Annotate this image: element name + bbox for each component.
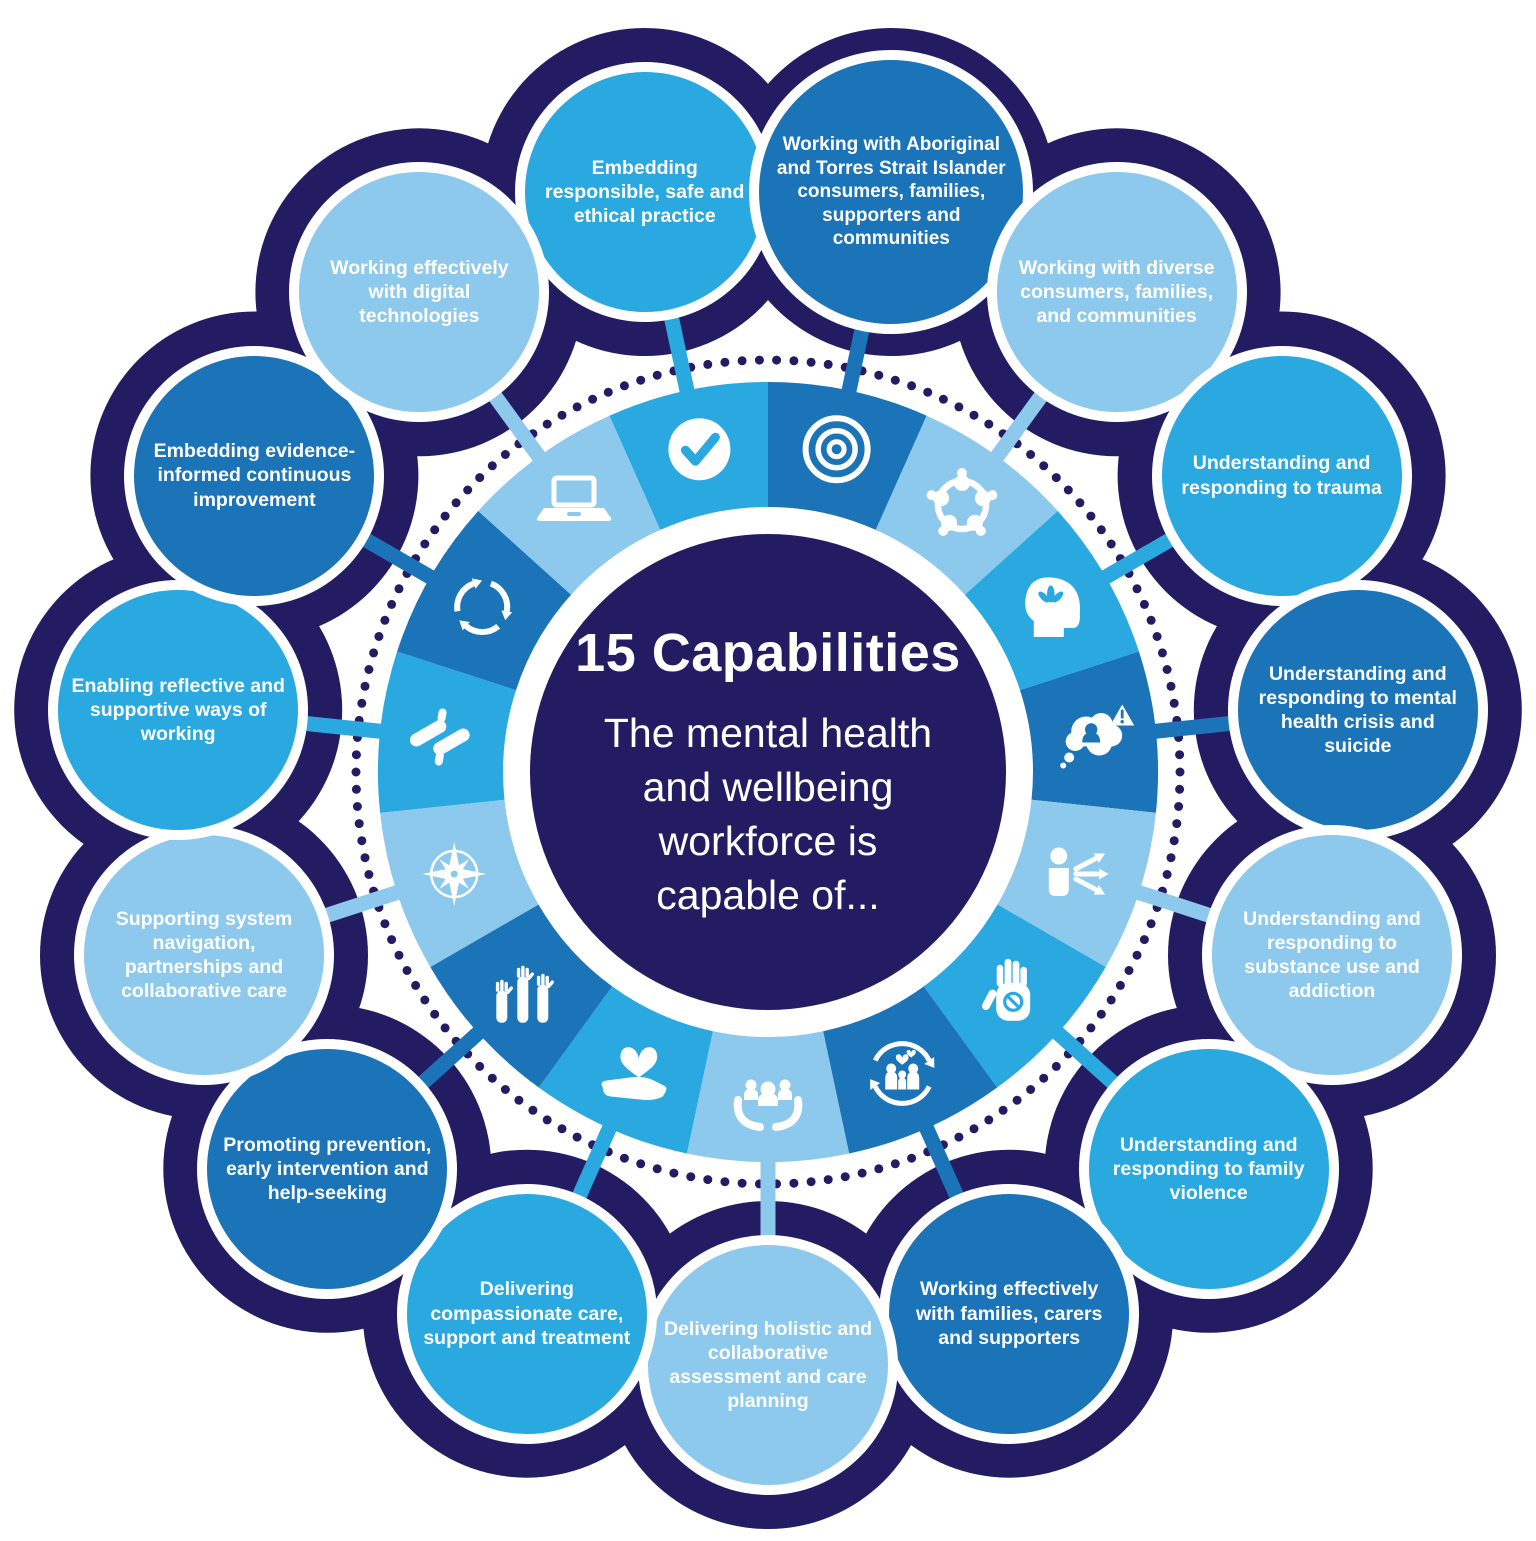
connector-continuous-improvement: [339, 520, 450, 593]
raised-hands-icon: [495, 965, 554, 1023]
connector-compassionate-care: [561, 1108, 624, 1223]
capability-compassionate-care: Delivering compassionate care, support a…: [406, 1193, 647, 1434]
laptop-icon: [536, 475, 612, 521]
capability-reflective-ways-working: Enabling reflective and supportive ways …: [58, 590, 299, 830]
check-circle-icon: [668, 418, 731, 481]
center-circle: [530, 534, 1006, 1010]
capability-continuous-improvement: Embedding evidence-informed continuous i…: [134, 355, 375, 596]
hands-people-icon: [733, 1079, 803, 1131]
wheel-segment-reflective-ways-working: [377, 651, 516, 813]
people-circle-icon: [926, 468, 998, 536]
connector-substance-use-addiction: [1119, 879, 1237, 931]
capability-ethical-practice: Embedding responsible, safe and ethical …: [524, 72, 765, 312]
wheel-segment-substance-use-addiction: [997, 799, 1156, 967]
connector-prevention-early-intervention: [398, 1015, 497, 1106]
connector-trauma: [1086, 520, 1197, 593]
thought-crisis-icon: [1060, 704, 1135, 769]
helping-hands-icon: [409, 708, 470, 766]
target-icon: [802, 415, 871, 484]
wheel-segment-continuous-improvement: [397, 511, 572, 691]
capability-holistic-assessment: Delivering holistic and collaborative as…: [648, 1245, 888, 1485]
capability-system-navigation: Supporting system navigation, partnershi…: [84, 835, 324, 1076]
hand-heart-icon: [601, 1047, 667, 1101]
connector-mental-health-crisis-suicide: [1137, 713, 1257, 741]
capability-diverse-communities: Working with diverse consumers, families…: [996, 172, 1237, 413]
compass-icon: [422, 842, 487, 906]
diagram-title: 15 Capabilities: [575, 622, 961, 683]
connector-diverse-communities: [980, 371, 1063, 476]
recycle-icon: [454, 578, 513, 635]
connector-digital-technologies: [473, 371, 556, 476]
capability-family-violence: Understanding and responding to family v…: [1088, 1048, 1329, 1289]
capability-substance-use-addiction: Understanding and responding to substanc…: [1212, 835, 1452, 1076]
connector-family-violence: [1039, 1015, 1138, 1106]
center-text: 15 Capabilities The mental health and we…: [518, 622, 1018, 922]
diagram-subtitle: The mental health and wellbeing workforc…: [603, 709, 933, 919]
connector-system-navigation: [299, 879, 417, 931]
capability-families-carers-supporters: Working effectively with families, carer…: [889, 1193, 1130, 1434]
connector-reflective-ways-working: [279, 713, 399, 741]
wheel-segment-compassionate-care: [538, 986, 713, 1154]
head-leaf-icon: [1025, 577, 1080, 637]
capability-digital-technologies: Working effectively with digital technol…: [299, 172, 540, 413]
capability-prevention-early-intervention: Promoting prevention, early intervention…: [207, 1048, 448, 1289]
wheel-segment-system-navigation: [380, 799, 539, 967]
family-cycle-icon: [870, 1041, 935, 1106]
connector-families-carers-supporters: [912, 1108, 975, 1223]
capability-trauma: Understanding and responding to trauma: [1161, 355, 1402, 596]
person-arrows-icon: [1048, 847, 1109, 896]
connector-ethical-practice: [658, 291, 699, 410]
wheel-segment-aboriginal-torres-strait-islander: [768, 382, 927, 530]
hand-stop-icon: [981, 958, 1031, 1021]
wheel-segment-diverse-communities: [875, 415, 1058, 595]
capability-aboriginal-torres-strait-islander: Working with Aboriginal and Torres Strai…: [759, 60, 1024, 324]
capability-mental-health-crisis-suicide: Understanding and responding to mental h…: [1237, 590, 1478, 830]
